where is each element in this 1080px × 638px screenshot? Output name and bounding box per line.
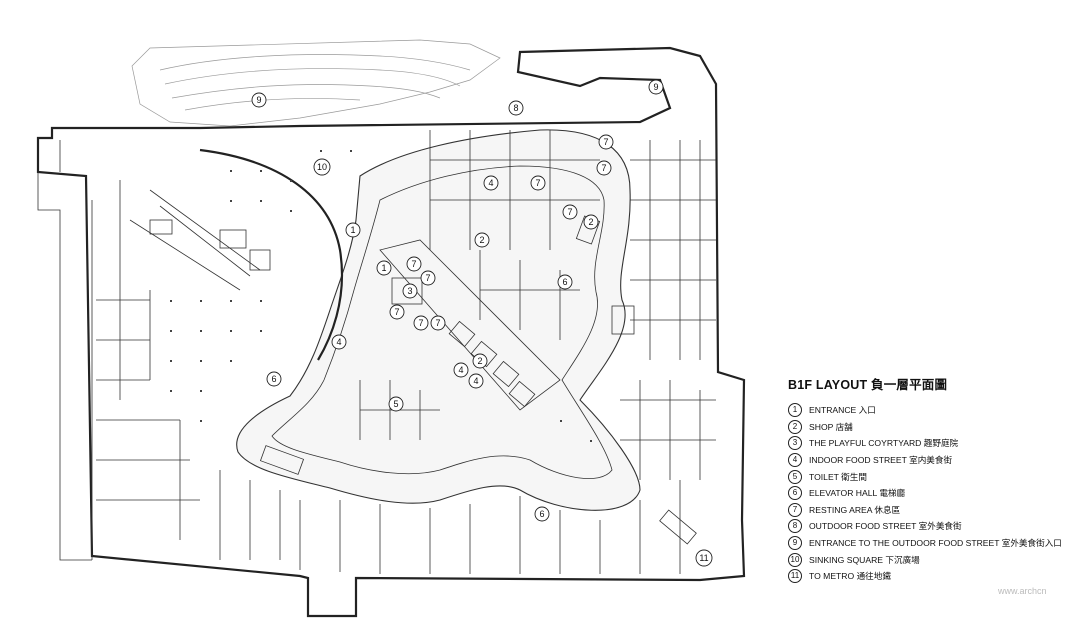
legend-label: ENTRANCE 入口 (809, 405, 876, 416)
marker: 4 (453, 362, 469, 378)
legend-number: 5 (788, 469, 802, 484)
legend-number: 6 (788, 486, 802, 501)
svg-text:4: 4 (473, 376, 478, 386)
marker: 4 (468, 373, 484, 389)
marker: 7 (596, 160, 612, 176)
svg-text:11: 11 (699, 553, 708, 563)
legend-item: 4 INDOOR FOOD STREET 室内美食街 (788, 452, 1068, 469)
legend-number: 10 (788, 552, 802, 567)
marker: 4 (483, 175, 499, 191)
marker: 2 (583, 214, 599, 230)
svg-text:9: 9 (256, 95, 261, 105)
legend-item: 10 SINKING SQUARE 下沉廣場 (788, 551, 1068, 568)
marker: 4 (331, 334, 347, 350)
marker: 7 (430, 315, 446, 331)
marker: 8 (508, 100, 524, 116)
legend-label: TOILET 衛生間 (809, 471, 867, 482)
legend-label: OUTDOOR FOOD STREET 室外美食街 (809, 521, 962, 532)
svg-text:4: 4 (336, 337, 341, 347)
svg-text:8: 8 (513, 103, 518, 113)
legend-label: SHOP 店舗 (809, 421, 853, 432)
svg-text:7: 7 (435, 318, 440, 328)
svg-text:2: 2 (479, 235, 484, 245)
marker: 11 (695, 549, 713, 567)
svg-text:6: 6 (271, 374, 276, 384)
svg-text:1: 1 (350, 225, 355, 235)
svg-text:3: 3 (407, 286, 412, 296)
legend-label: ENTRANCE TO THE OUTDOOR FOOD STREET 室外美食… (809, 538, 1062, 549)
outdoor-food-street-area (131, 39, 501, 127)
shop-partitions (91, 130, 716, 574)
structural-columns (170, 150, 592, 442)
legend-item: 9 ENTRANCE TO THE OUTDOOR FOOD STREET 室外美… (788, 535, 1068, 552)
legend-label: ELEVATOR HALL 電梯廳 (809, 488, 906, 499)
legend-number: 9 (788, 536, 802, 551)
svg-text:7: 7 (535, 178, 540, 188)
legend-item: 6 ELEVATOR HALL 電梯廳 (788, 485, 1068, 502)
marker: 6 (557, 274, 573, 290)
svg-text:7: 7 (601, 163, 606, 173)
marker: 7 (562, 204, 578, 220)
svg-text:7: 7 (567, 207, 572, 217)
plan-markers: 9 9 8 10 1 7 7 4 7 7 2 1 2 7 7 3 7 6 7 7… (251, 79, 713, 567)
marker: 6 (266, 371, 282, 387)
legend-item: 7 RESTING AREA 休息區 (788, 502, 1068, 519)
marker: 7 (413, 315, 429, 331)
marker: 1 (376, 260, 392, 276)
legend-number: 8 (788, 519, 802, 534)
svg-text:7: 7 (425, 273, 430, 283)
svg-text:2: 2 (477, 356, 482, 366)
legend-label: SINKING SQUARE 下沉廣場 (809, 554, 920, 565)
svg-text:6: 6 (562, 277, 567, 287)
legend-label: THE PLAYFUL COYRTYARD 趣野庭院 (809, 438, 959, 449)
svg-text:7: 7 (418, 318, 423, 328)
marker: 10 (313, 158, 331, 176)
svg-text:1: 1 (381, 263, 386, 273)
building-outline (36, 46, 746, 618)
marker: 6 (534, 506, 550, 522)
legend-item: 3 THE PLAYFUL COYRTYARD 趣野庭院 (788, 435, 1068, 452)
svg-text:6: 6 (539, 509, 544, 519)
svg-text:10: 10 (317, 162, 327, 172)
svg-text:7: 7 (603, 137, 608, 147)
marker: 5 (388, 396, 404, 412)
marker: 9 (251, 92, 267, 108)
svg-text:2: 2 (588, 217, 593, 227)
marker: 3 (402, 283, 418, 299)
legend-number: 3 (788, 436, 802, 451)
svg-text:5: 5 (393, 399, 398, 409)
legend-number: 11 (788, 569, 802, 584)
legend-label: RESTING AREA 休息區 (809, 504, 901, 515)
svg-text:4: 4 (488, 178, 493, 188)
legend-title: B1F LAYOUT 負一層平面圖 (788, 378, 948, 392)
legend-number: 1 (788, 403, 802, 418)
marker: 7 (530, 175, 546, 191)
svg-text:7: 7 (411, 259, 416, 269)
legend-label: TO METRO 通往地鐵 (809, 571, 891, 582)
legend-number: 4 (788, 453, 802, 468)
watermark: www.archcn (998, 586, 1047, 596)
legend-number: 2 (788, 419, 802, 434)
svg-text:7: 7 (394, 307, 399, 317)
marker: 7 (389, 304, 405, 320)
legend-item: 5 TOILET 衛生間 (788, 468, 1068, 485)
legend-number: 7 (788, 502, 802, 517)
marker: 1 (345, 222, 361, 238)
marker: 7 (598, 134, 614, 150)
marker: 2 (472, 353, 488, 369)
marker: 7 (406, 256, 422, 272)
marker: 2 (474, 232, 490, 248)
marker: 7 (420, 270, 436, 286)
legend-item: 8 OUTDOOR FOOD STREET 室外美食街 (788, 518, 1068, 535)
svg-text:9: 9 (653, 82, 658, 92)
marker: 9 (648, 79, 664, 95)
legend-label: INDOOR FOOD STREET 室内美食街 (809, 455, 953, 466)
legend-item: 1 ENTRANCE 入口 (788, 402, 1068, 419)
legend-item: 11 TO METRO 通往地鐵 (788, 568, 1068, 585)
legend-item: 2 SHOP 店舗 (788, 419, 1068, 436)
svg-text:4: 4 (458, 365, 463, 375)
